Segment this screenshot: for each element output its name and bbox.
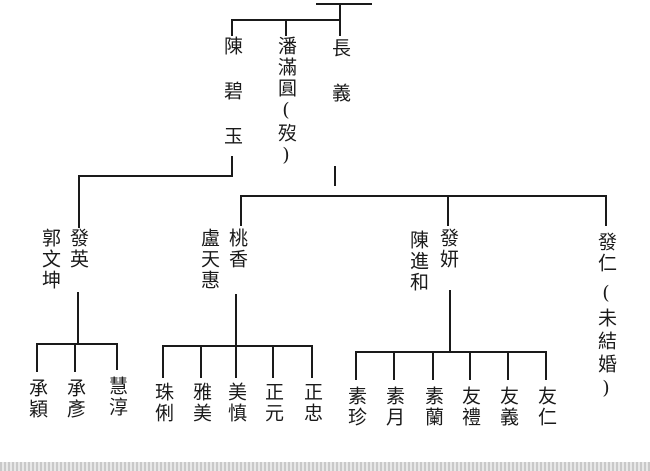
name-chengying: 承穎 [26, 378, 48, 420]
name-yamei: 雅美 [190, 382, 212, 424]
name-zhuli: 珠俐 [152, 382, 174, 424]
name-taoxiang: 桃香 [226, 228, 248, 270]
name-suzhen: 素珍 [345, 386, 367, 428]
name-suyue: 素月 [383, 386, 405, 428]
name-youli: 友禮 [459, 386, 481, 428]
name-changyi: 長義 [329, 38, 351, 128]
third-level-connectors [36, 290, 547, 380]
name-zhengyuan: 正元 [262, 382, 284, 424]
name-chen-jinhe: 陳進和 [407, 230, 429, 293]
name-faren-note: (未結婚) [595, 282, 617, 403]
name-faren: 發仁 [595, 232, 617, 274]
name-chengyan: 承彥 [64, 378, 86, 420]
name-guo-wenkun: 郭文坤 [39, 228, 61, 291]
second-level-connectors [78, 156, 607, 228]
name-lu-tianhui: 盧天惠 [198, 228, 220, 291]
name-zhengzhong: 正忠 [301, 382, 323, 424]
name-pan-manyuan: 潘滿圓(歿) [275, 36, 297, 168]
top-connectors [231, 3, 372, 36]
name-chen-biyu: 陳碧玉 [221, 36, 243, 171]
name-faying: 發英 [67, 228, 89, 270]
name-youren: 友仁 [535, 386, 557, 428]
page-edge-shadow [0, 462, 650, 471]
name-meizhen: 美慎 [225, 382, 247, 424]
name-huichun: 慧淳 [106, 376, 128, 418]
name-youyi: 友義 [497, 386, 519, 428]
name-fayan: 發妍 [437, 228, 459, 270]
name-sulan: 素蘭 [422, 386, 444, 428]
